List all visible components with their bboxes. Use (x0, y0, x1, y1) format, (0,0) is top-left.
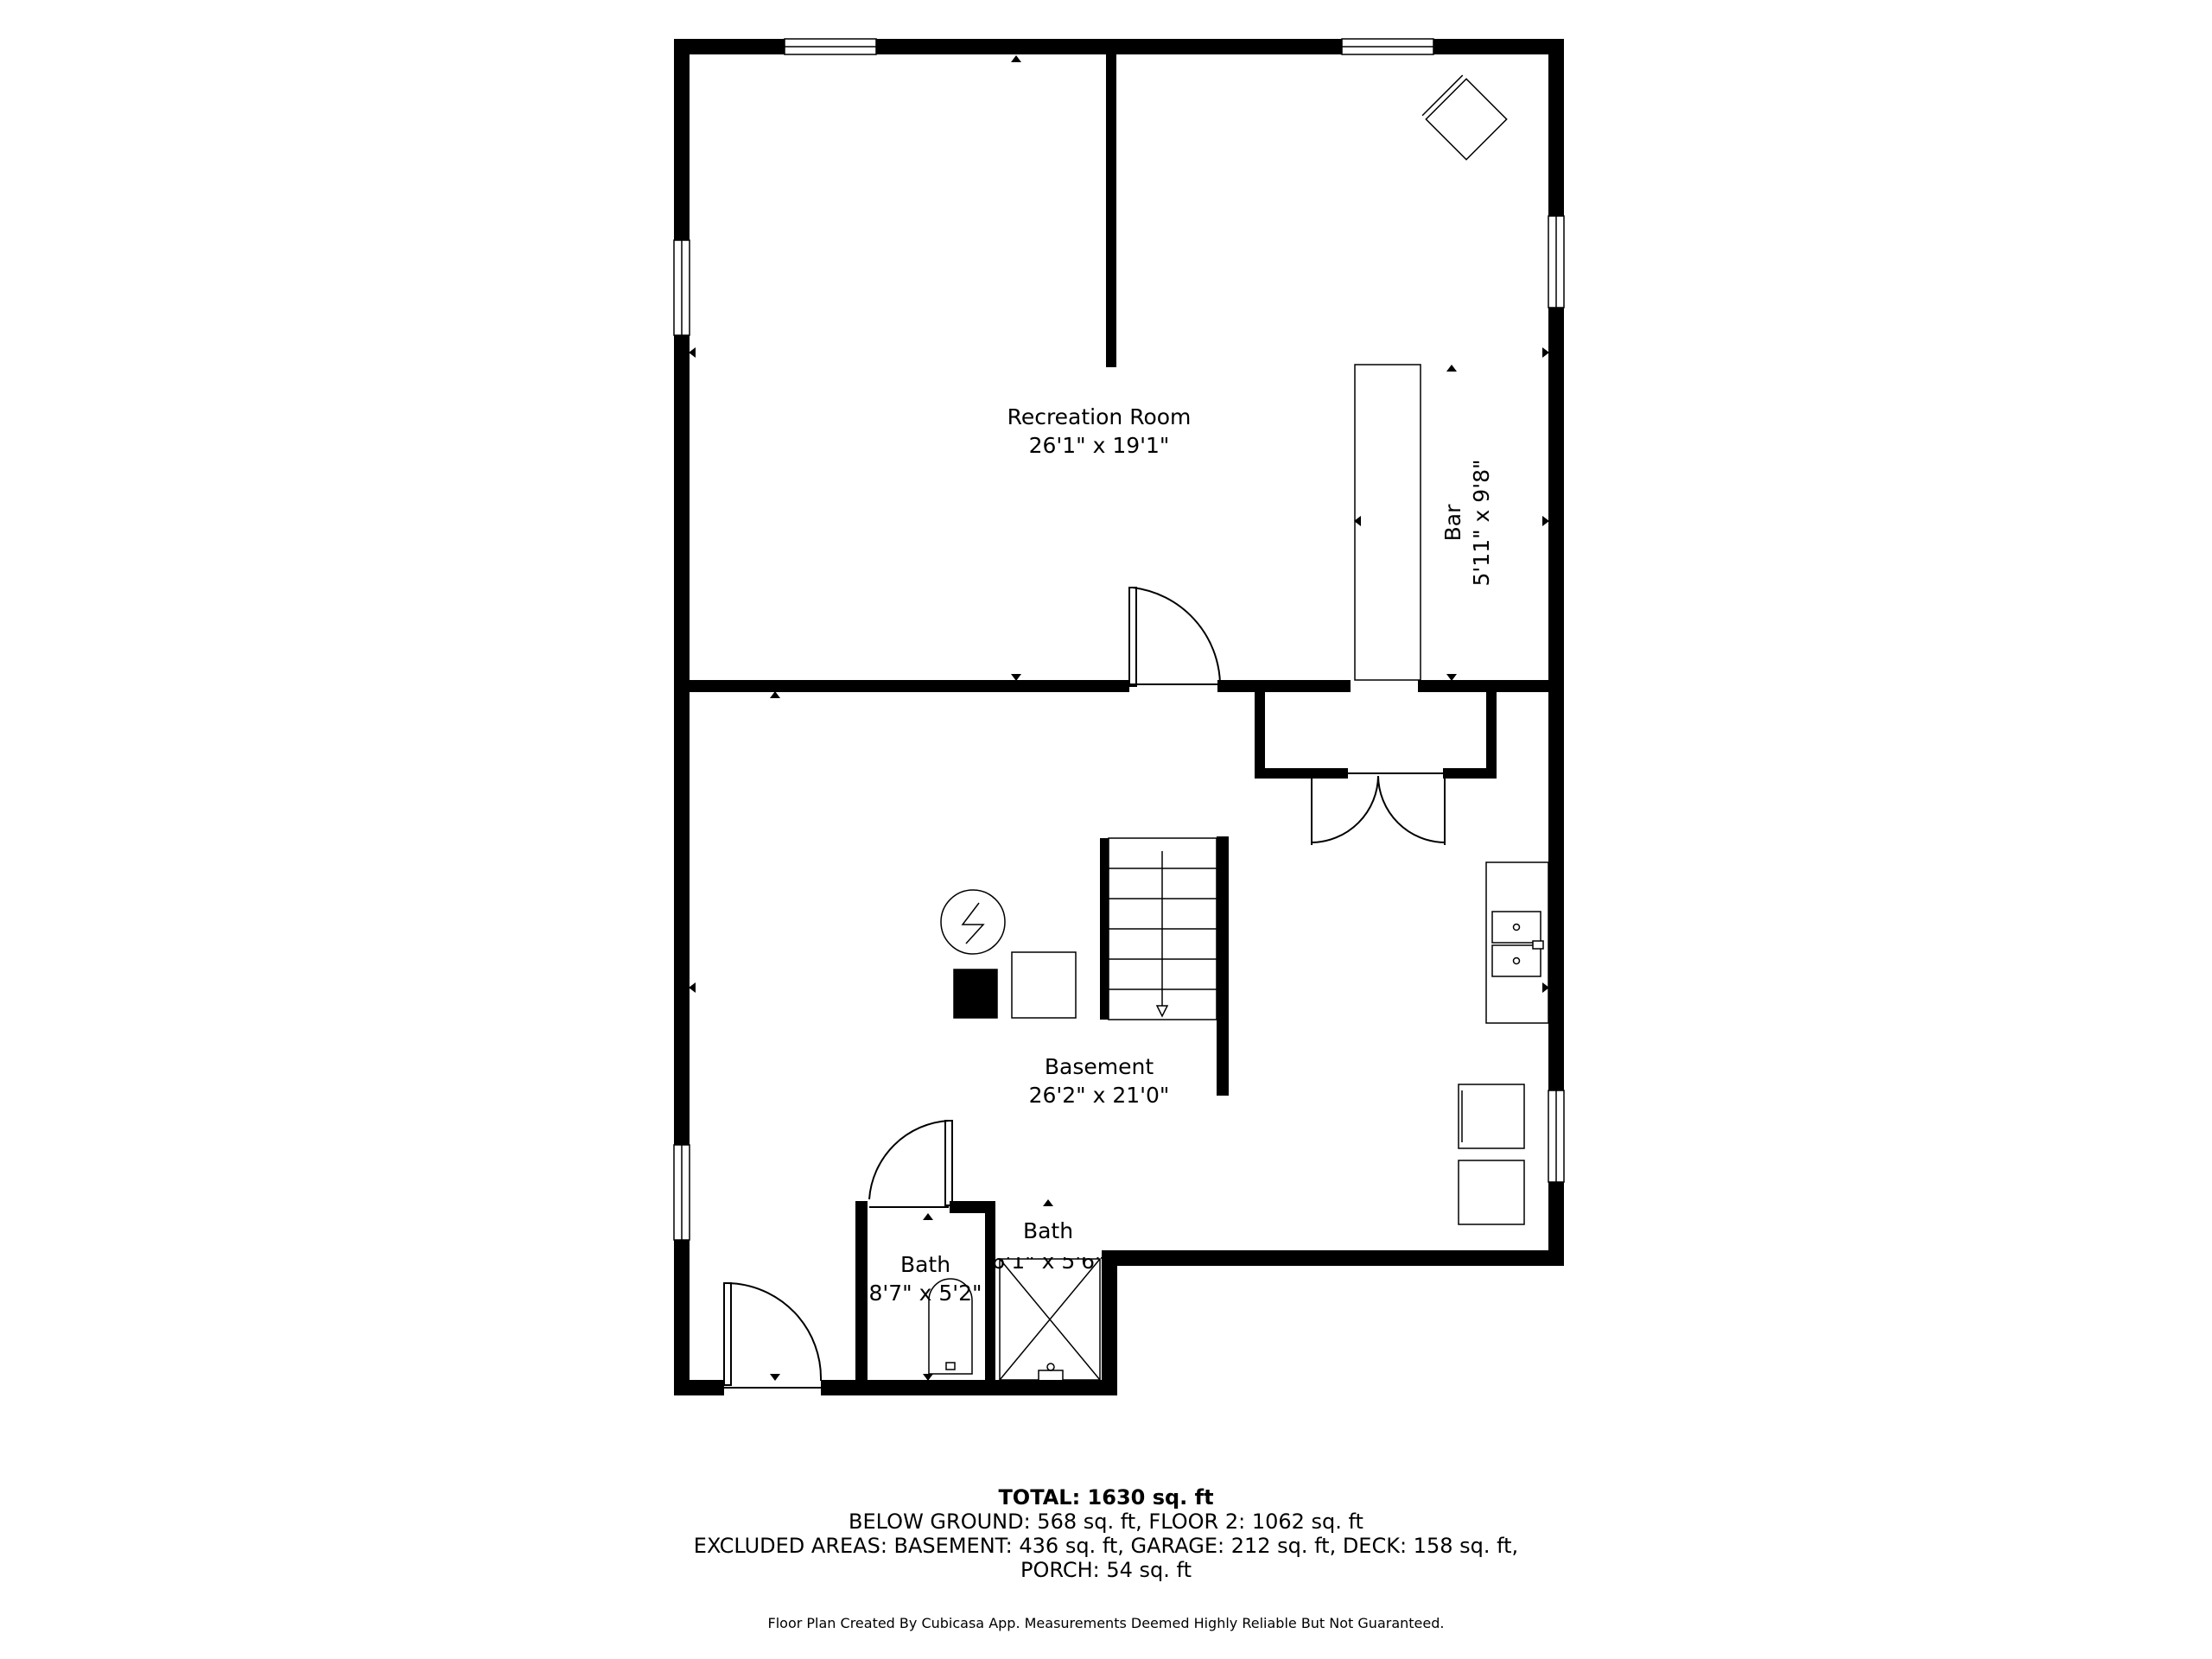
total-area: TOTAL: 1630 sq. ft (998, 1485, 1214, 1510)
window-left-lower (673, 1144, 690, 1241)
stair-wall-left (1100, 838, 1109, 1020)
corner-fixture (1421, 74, 1508, 161)
door-recreation (1128, 587, 1221, 687)
wall-notch (1102, 1250, 1117, 1395)
window-right-upper (1548, 215, 1565, 308)
closet-bottom (1255, 768, 1348, 779)
area-breakdown: BELOW GROUND: 568 sq. ft, FLOOR 2: 1062 … (849, 1510, 1363, 1534)
toilet (928, 1278, 973, 1375)
bath-wall-left (855, 1201, 868, 1391)
wall-bottom-right (1102, 1250, 1564, 1266)
basement-dims: 26'2" x 21'0" (1029, 1083, 1170, 1108)
shower (999, 1258, 1101, 1381)
basement-name: Basement (1045, 1054, 1154, 1079)
door-exterior (723, 1282, 823, 1389)
closet-right (1486, 692, 1497, 779)
bath-wall-middle (985, 1201, 995, 1391)
wall-partition (1106, 54, 1116, 367)
door-bath (868, 1120, 953, 1208)
windows (673, 38, 1565, 1241)
recreation-room-dims: 26'1" x 19'1" (1029, 433, 1170, 458)
window-right-lower (1548, 1090, 1565, 1183)
excluded-areas-cont: PORCH: 54 sq. ft (1020, 1558, 1192, 1582)
walls (674, 39, 1564, 1395)
window-top-right (1341, 38, 1434, 55)
washer-dryer (1458, 1084, 1525, 1225)
wall-mid (674, 680, 1564, 692)
bath-right-name: Bath (1023, 1218, 1073, 1243)
furnace-box (1011, 951, 1077, 1019)
doors (723, 587, 1446, 1389)
laundry-sink (1485, 861, 1549, 1024)
furnace-dark (953, 969, 998, 1019)
window-top-left (784, 38, 877, 55)
excluded-areas: EXCLUDED AREAS: BASEMENT: 436 sq. ft, GA… (693, 1534, 1519, 1558)
stair-wall-right (1217, 836, 1229, 1096)
stairs (1108, 837, 1217, 1020)
bath-right-dims: 6'1" x 5'6" (991, 1249, 1104, 1274)
bath-left-dims: 8'7" x 5'2" (868, 1281, 982, 1306)
door-closet-double (1311, 772, 1446, 845)
wall-left (674, 39, 690, 1395)
closet-left (1255, 692, 1265, 779)
bar-counter (1354, 364, 1421, 681)
window-left-upper (673, 239, 690, 336)
bath-left-name: Bath (900, 1252, 950, 1277)
fixtures (928, 74, 1549, 1381)
bar-dims: 5'11" x 9'8" (1469, 460, 1494, 587)
bar-name: Bar (1440, 504, 1465, 541)
bar-label: Bar 5'11" x 9'8" (1440, 460, 1494, 587)
dimension-marks (689, 55, 1549, 1381)
closet-bottom-right (1443, 768, 1497, 779)
credit-note: Floor Plan Created By Cubicasa App. Meas… (767, 1615, 1445, 1631)
wall-right (1548, 39, 1564, 1266)
water-heater (940, 889, 1006, 955)
recreation-room-name: Recreation Room (1007, 404, 1192, 429)
